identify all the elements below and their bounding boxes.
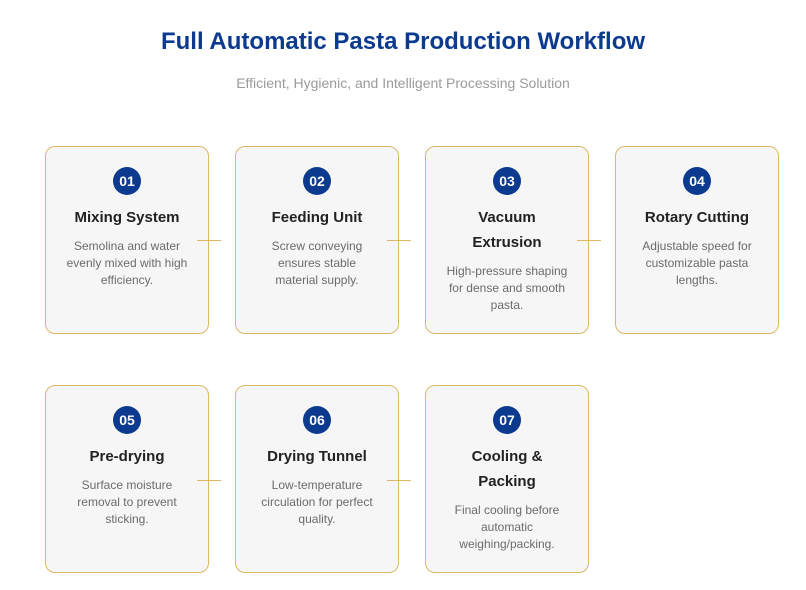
step-description: High-pressure shaping for dense and smoo… [446, 264, 568, 312]
step-number-badge: 04 [683, 167, 711, 195]
page-title: Full Automatic Pasta Production Workflow [160, 28, 646, 55]
step-title: Drying Tunnel [267, 448, 367, 465]
step-card-feeding-unit: 02 Feeding Unit Screw conveying ensures … [235, 146, 399, 334]
step-description: Final cooling before automatic weighing/… [454, 503, 560, 551]
step-title: Cooling & Packing [471, 448, 543, 490]
step-title: Rotary Cutting [644, 209, 750, 226]
step-number-badge: 07 [493, 406, 521, 434]
step-title: Vacuum Extrusion [472, 209, 542, 251]
connector-line [577, 240, 601, 241]
step-number-badge: 06 [303, 406, 331, 434]
step-number-badge: 03 [493, 167, 521, 195]
step-card-vacuum-extrusion: 03 Vacuum Extrusion High-pressure shapin… [425, 146, 589, 334]
connector-line [197, 480, 221, 481]
step-title: Mixing System [74, 209, 180, 226]
step-description: Surface moisture removal to prevent stic… [77, 478, 177, 526]
step-card-drying-tunnel: 06 Drying Tunnel Low-temperature circula… [235, 385, 399, 573]
step-description: Adjustable speed for customizable pasta … [642, 239, 752, 287]
step-number-badge: 02 [303, 167, 331, 195]
step-title: Feeding Unit [271, 209, 363, 226]
step-description: Low-temperature circulation for perfect … [261, 478, 373, 526]
step-description: Screw conveying ensures stable material … [271, 239, 363, 287]
step-card-rotary-cutting: 04 Rotary Cutting Adjustable speed for c… [615, 146, 779, 334]
step-description: Semolina and water evenly mixed with hig… [66, 239, 188, 287]
step-number-badge: 05 [113, 406, 141, 434]
connector-line [197, 240, 221, 241]
step-title: Pre-drying [89, 448, 165, 465]
step-card-pre-drying: 05 Pre-drying Surface moisture removal t… [45, 385, 209, 573]
page-subtitle: Efficient, Hygienic, and Intelligent Pro… [236, 75, 570, 91]
step-number-badge: 01 [113, 167, 141, 195]
step-card-cooling-packing: 07 Cooling & Packing Final cooling befor… [425, 385, 589, 573]
connector-line [387, 480, 411, 481]
step-card-mixing-system: 01 Mixing System Semolina and water even… [45, 146, 209, 334]
connector-line [387, 240, 411, 241]
